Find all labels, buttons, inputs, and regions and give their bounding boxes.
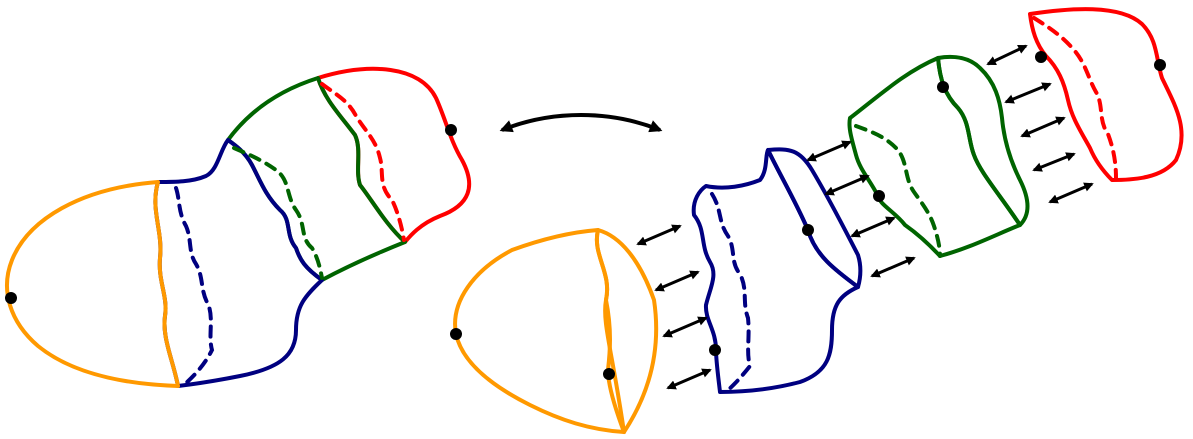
- right-yellow-fill: [455, 230, 624, 432]
- left-green-dashed-curve: [234, 148, 322, 278]
- gluing-arrow: [638, 226, 680, 244]
- right-green-overlap: [938, 57, 1028, 225]
- gluing-arrow: [872, 258, 914, 276]
- right-blue-overlap: [768, 149, 860, 287]
- right-pieces: [450, 9, 1182, 432]
- gluing-arrow: [664, 318, 706, 336]
- gluing-arrow: [808, 142, 850, 160]
- left-point-yellow: [5, 292, 17, 304]
- right-blue-point-left: [709, 344, 721, 356]
- left-surface: [5, 69, 469, 386]
- gluing-arrow: [1006, 84, 1050, 102]
- gluing-arrow: [1050, 184, 1092, 202]
- right-pink-fill: [1030, 9, 1182, 180]
- left-blue-region: [155, 140, 322, 386]
- left-blue-dashed-curve: [176, 188, 212, 384]
- left-pink-region: [318, 69, 469, 242]
- right-yellow-piece: [450, 230, 656, 432]
- gluing-arrow: [988, 46, 1026, 64]
- right-blue-piece: [694, 149, 861, 392]
- right-yellow-point-left: [450, 328, 462, 340]
- right-yellow-point-right: [603, 368, 615, 380]
- gluing-arrow: [1022, 118, 1064, 136]
- gluing-arrow: [668, 370, 710, 388]
- left-green-region: [228, 78, 405, 280]
- transform-double-arrow: [502, 115, 660, 130]
- right-green-point-right: [937, 81, 949, 93]
- right-blue-point-right: [802, 224, 814, 236]
- right-pink-dashed-curve: [1034, 18, 1116, 178]
- right-blue-fill: [694, 150, 858, 392]
- right-pink-piece: [1030, 9, 1182, 180]
- left-yellow-region: [7, 182, 178, 386]
- left-point-pink: [445, 124, 457, 136]
- right-pink-point-left: [1035, 51, 1047, 63]
- right-pink-point-right: [1154, 59, 1166, 71]
- gluing-arrow: [852, 218, 894, 236]
- gluing-arrow: [1034, 154, 1074, 170]
- gluing-arrow: [656, 272, 698, 290]
- gluing-arrow: [826, 176, 868, 194]
- right-green-dashed-curve: [856, 126, 940, 256]
- right-green-point-left: [873, 190, 885, 202]
